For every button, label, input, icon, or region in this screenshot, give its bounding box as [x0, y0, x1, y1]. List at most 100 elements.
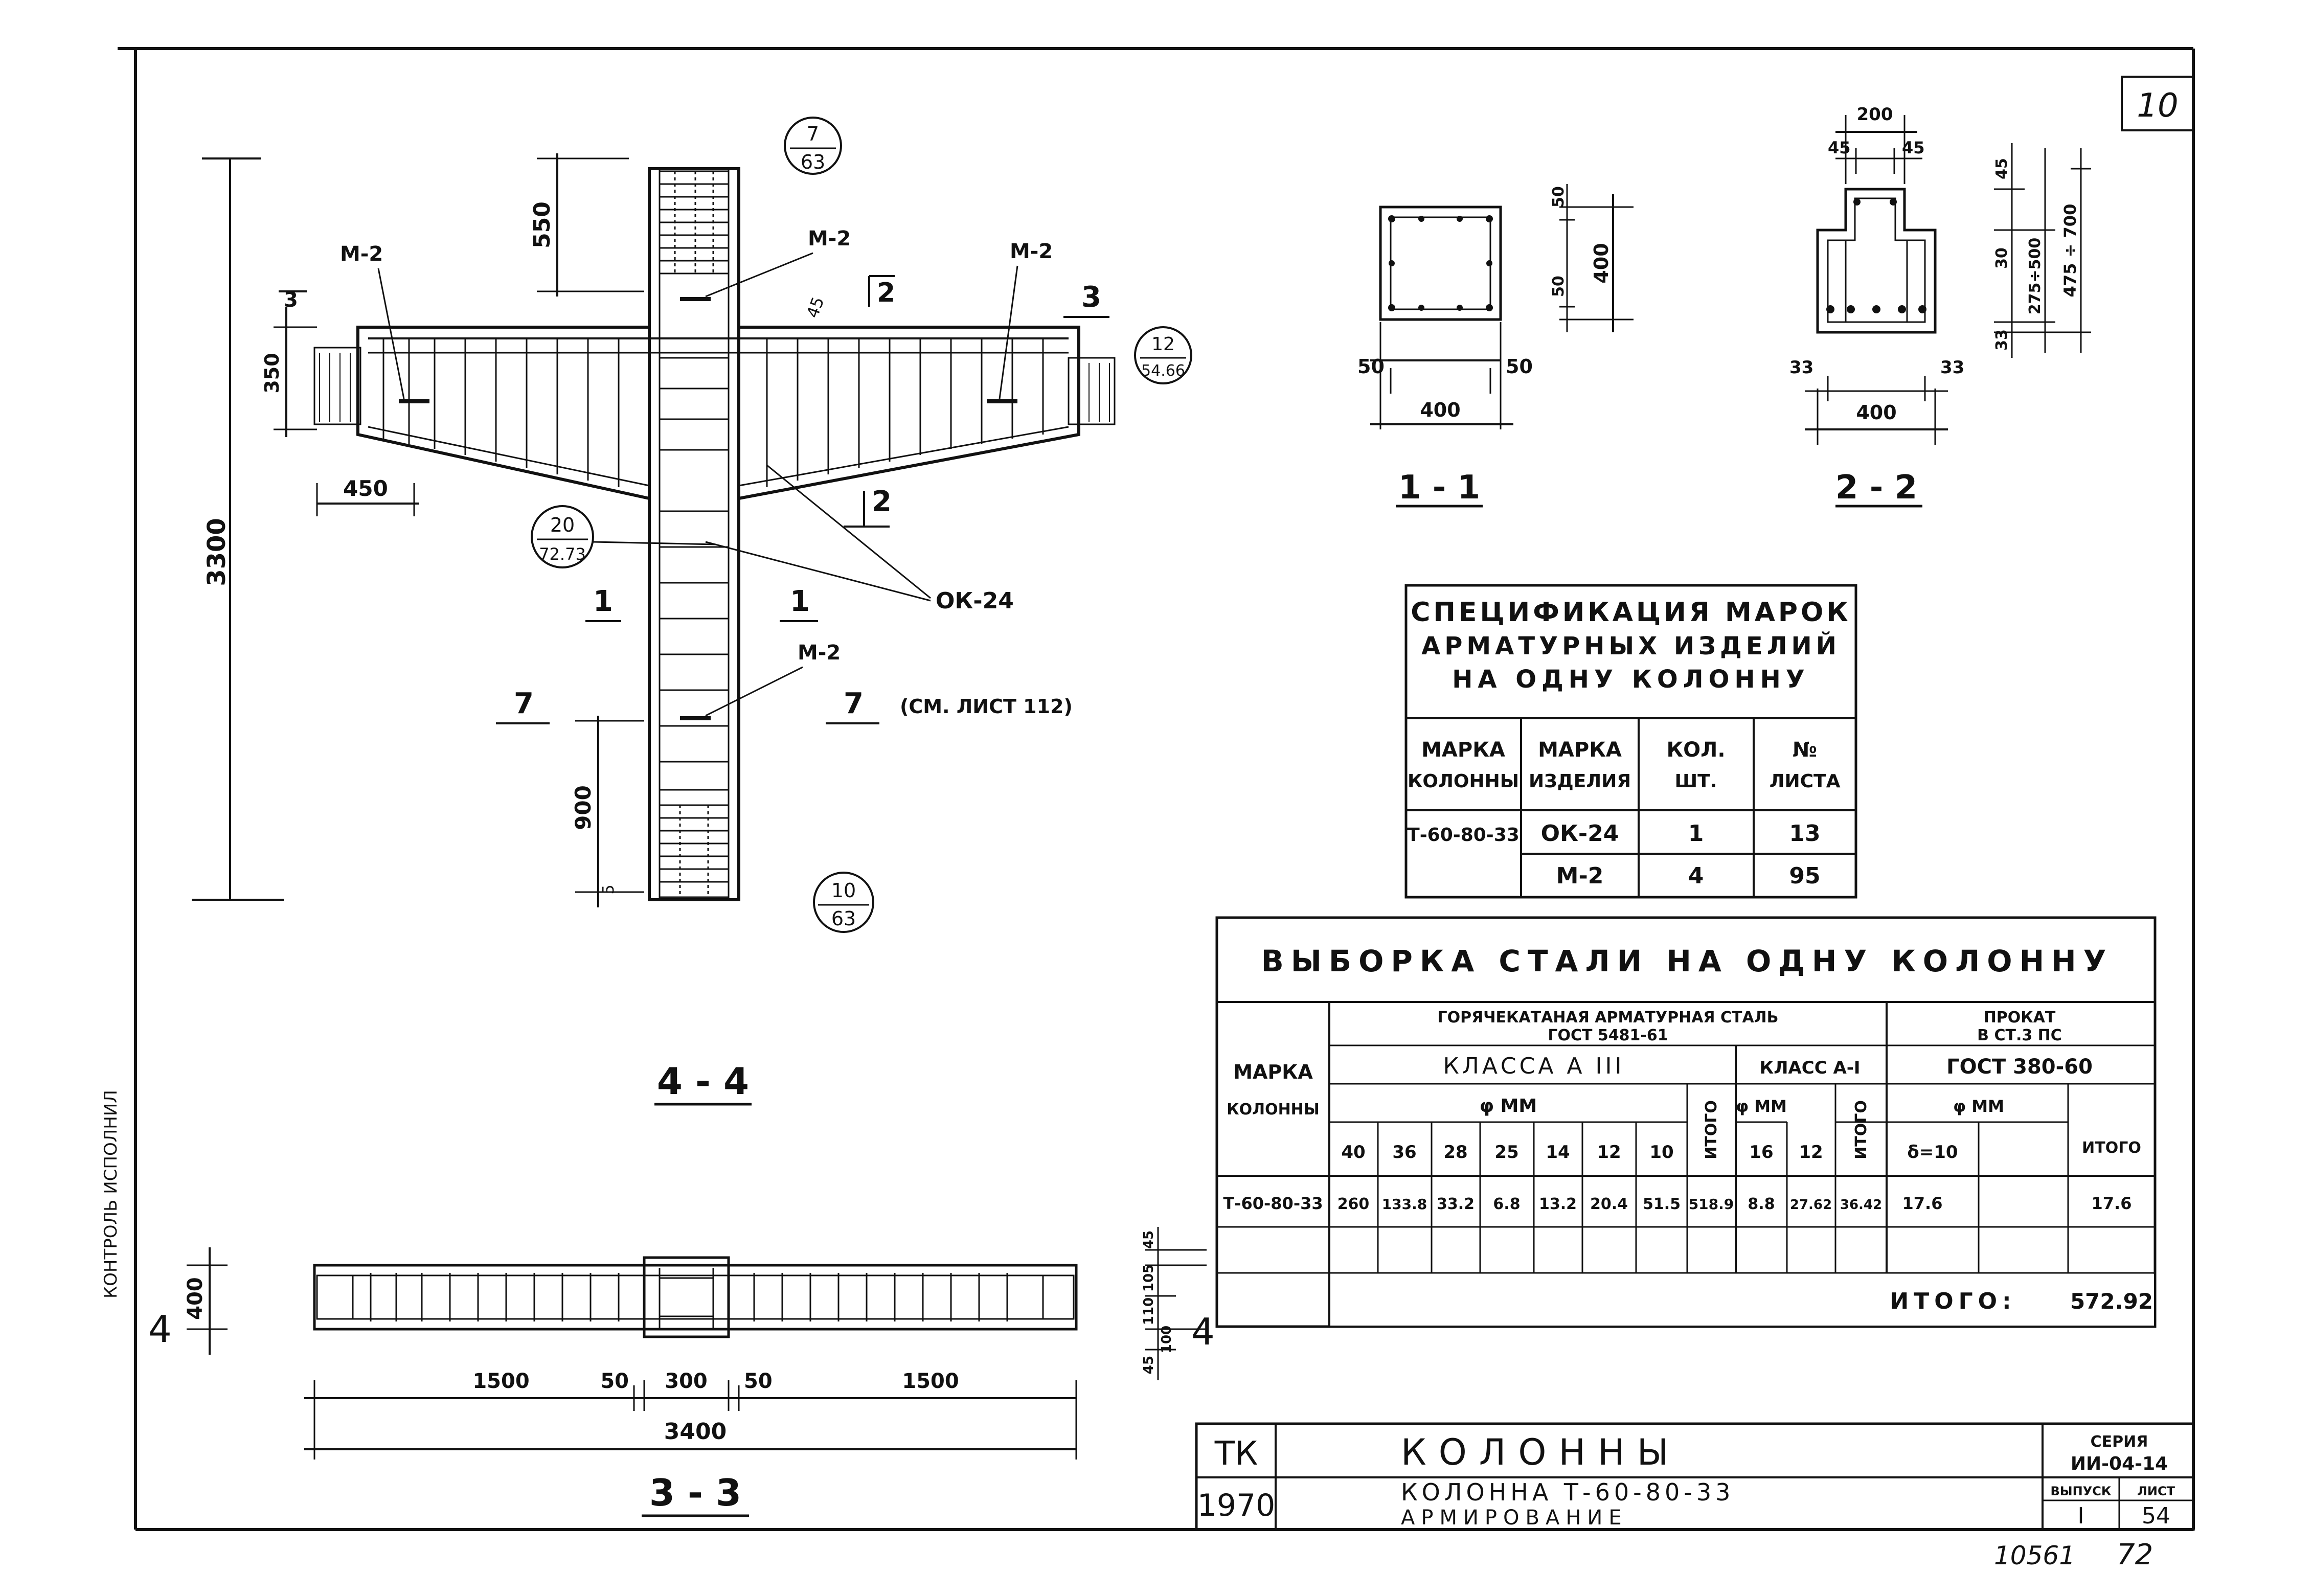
label-m2-bottom: М-2 [798, 641, 841, 665]
tb-title: КОЛОННЫ [1401, 1431, 1681, 1473]
steel-v-14: 13.2 [1539, 1195, 1577, 1213]
spec-row1-item: ОК-24 [1541, 820, 1619, 847]
cut-2-bottom: 2 [872, 485, 892, 518]
column-shaft [648, 167, 740, 901]
spec-row2-qty: 4 [1688, 863, 1704, 889]
s22-title: 2 - 2 [1835, 469, 1917, 507]
steel-group-hot-2: ГОСТ 5481-61 [1548, 1027, 1668, 1044]
label-m2-left: М-2 [340, 242, 383, 266]
s22-dim-h4: 33 [1993, 329, 2011, 351]
spec-title-1: СПЕЦИФИКАЦИЯ МАРОК [1411, 597, 1851, 628]
top-rebar-zone [659, 170, 730, 275]
see-sheet-note: (СМ. ЛИСТ 112) [900, 695, 1073, 718]
cut-1-right: 1 [790, 585, 810, 618]
steel-d-40: 40 [1341, 1142, 1365, 1162]
s22-dim-top-right: 45 [1902, 138, 1925, 157]
spec-head-sheet-1: № [1793, 738, 1817, 762]
console-right [737, 326, 1080, 500]
plan-dim-middle: 300 [665, 1370, 708, 1393]
cut-3-right: 3 [1081, 281, 1101, 314]
archive-number: 10561 [1994, 1541, 2075, 1570]
steel-v-10: 51.5 [1643, 1195, 1681, 1213]
tb-issue-label: ВЫПУСК [2051, 1484, 2112, 1498]
tb-list-label: ЛИСТ [2137, 1484, 2175, 1498]
s22-dim-top-left: 45 [1828, 138, 1851, 157]
section-1-1: 50 50 400 400 50 50 1 - 1 [1357, 184, 1634, 508]
spec-head-qty-1: КОЛ. [1666, 738, 1725, 762]
callout-4-top: 10 [831, 879, 856, 902]
dim-offset: 5 [600, 884, 618, 894]
callout-4: 10 63 [813, 872, 874, 933]
steel-row-mark: Т-60-80-33 [1223, 1194, 1323, 1213]
tb-project: ТК [1214, 1435, 1258, 1473]
spec-head-qty-2: ШТ. [1675, 771, 1717, 792]
tb-subtitle-1: КОЛОННА Т-60-80-33 [1401, 1478, 1734, 1506]
spec-title-2: АРМАТУРНЫХ ИЗДЕЛИЙ [1421, 631, 1841, 660]
steel-class-a3: КЛАССА А III [1443, 1053, 1625, 1079]
tb-series-label: СЕРИЯ [2091, 1433, 2148, 1451]
spec-head-mark-2: КОЛОННЫ [1408, 771, 1519, 792]
steel-d-25: 25 [1494, 1142, 1518, 1162]
steel-v-36: 133.8 [1382, 1196, 1427, 1213]
elevation-view: 3300 550 350 450 900 5 45 М-2 М-2 М-2 М-… [192, 117, 1192, 1106]
s11-dim-height: 400 [1590, 243, 1613, 283]
steel-mark-1: МАРКА [1233, 1061, 1313, 1083]
steel-v-rolled: 17.6 [1902, 1194, 1943, 1213]
spec-head-item-2: ИЗДЕЛИЯ [1529, 771, 1631, 792]
tb-subtitle-2: АРМИРОВАНИЕ [1401, 1506, 1628, 1530]
spec-row2-item: М-2 [1556, 863, 1604, 889]
console-left [356, 326, 651, 500]
plan-dim-height: 400 [184, 1277, 207, 1320]
steel-v-a1-total: 36.42 [1840, 1197, 1882, 1213]
dim-console-width: 450 [343, 476, 388, 501]
callout-1-bottom: 63 [801, 151, 825, 173]
callout-2-bottom: 54.66 [1141, 362, 1185, 380]
spec-head-item-1: МАРКА [1538, 738, 1622, 762]
plan-dim-left: 1500 [472, 1370, 529, 1393]
steel-grand-total: 572.92 [2070, 1289, 2153, 1314]
section-2-2: 200 45 45 33 33 400 45 30 275÷500 33 475… [1789, 104, 2091, 508]
cut-1-left: 1 [593, 585, 613, 618]
steel-mark-2: КОЛОННЫ [1227, 1101, 1320, 1119]
steel-d-10: 10 [1649, 1142, 1673, 1162]
plan-3-3: 400 4 4 1500 50 300 50 1500 3400 3 - 3 4… [148, 1227, 1215, 1517]
s22-dim-left: 33 [1789, 357, 1813, 378]
steel-itogo-a3: ИТОГО [1703, 1100, 1720, 1159]
plan-cut-4-left: 4 [148, 1308, 172, 1351]
s11-dim-bottom: 50 [1550, 276, 1568, 297]
dim-bottom: 900 [571, 785, 596, 830]
plan-side-dim-2: 105 [1141, 1264, 1156, 1292]
steel-grand-total-label: ИТОГО: [1890, 1288, 2016, 1314]
label-m2-top: М-2 [808, 227, 851, 250]
sheet-frame: 10 [118, 47, 2195, 1531]
tb-year: 1970 [1197, 1488, 1276, 1523]
s11-dim-right: 50 [1506, 355, 1533, 378]
steel-v-rolled-total: 17.6 [2092, 1194, 2132, 1213]
steel-gost-rolled: ГОСТ 380-60 [1946, 1055, 2093, 1079]
spec-row1-qty: 1 [1688, 820, 1704, 847]
steel-phi-a3: φ ММ [1480, 1096, 1537, 1116]
steel-v-28: 33.2 [1437, 1195, 1475, 1213]
cut-2-top: 2 [877, 278, 895, 308]
callout-4-bottom: 63 [831, 907, 856, 930]
s11-dim-top: 50 [1550, 186, 1568, 208]
spec-table: СПЕЦИФИКАЦИЯ МАРОК АРМАТУРНЫХ ИЗДЕЛИЙ НА… [1404, 584, 1857, 899]
callout-1: 7 63 [784, 117, 842, 175]
spec-column-mark: Т-60-80-33 [1407, 825, 1520, 846]
steel-d-a1-12: 12 [1799, 1142, 1823, 1162]
dim-cover: 45 [803, 294, 828, 321]
s22-dim-top-width: 200 [1857, 104, 1893, 125]
s22-dim-total: 475 ÷ 700 [2060, 204, 2080, 298]
s22-dim-h1: 45 [1993, 158, 2011, 179]
s22-dim-width: 400 [1856, 401, 1896, 424]
steel-v-12: 20.4 [1590, 1195, 1628, 1213]
plan-cut-4-right: 4 [1191, 1310, 1215, 1353]
plan-title: 3 - 3 [649, 1471, 741, 1514]
plan-dim-gap-right: 50 [744, 1370, 773, 1393]
bottom-rebar-zone [659, 804, 730, 898]
steel-class-a1: КЛАСС А-I [1759, 1058, 1860, 1078]
steel-v-a1-16: 8.8 [1748, 1195, 1775, 1213]
spec-head-sheet-2: ЛИСТА [1770, 771, 1841, 792]
